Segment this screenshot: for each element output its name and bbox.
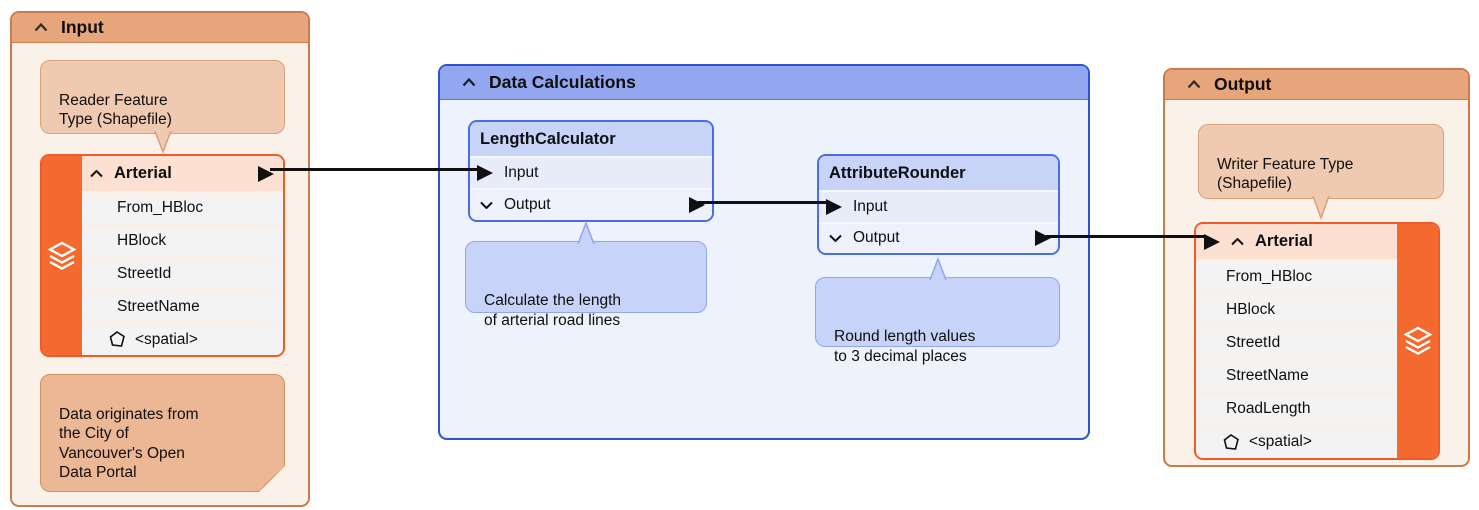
- output-port-row[interactable]: Output: [470, 188, 712, 220]
- annotation-tail: [153, 131, 172, 155]
- output-port-icon[interactable]: [1035, 230, 1051, 247]
- input-port-row[interactable]: Input: [819, 190, 1058, 222]
- feature-node-sidebar: [42, 156, 82, 355]
- spatial-label: <spatial>: [1249, 433, 1312, 451]
- attribute-label: StreetName: [1226, 367, 1309, 385]
- note-fold-corner: [259, 466, 285, 492]
- feature-node-main: Arterial From_HBloc HBlock StreetId Stre…: [1196, 224, 1397, 458]
- attribute-label: HBlock: [117, 232, 167, 250]
- writer-annotation[interactable]: Writer Feature Type (Shapefile): [1198, 124, 1444, 220]
- input-port-icon[interactable]: [477, 165, 493, 181]
- feature-node-header[interactable]: Arterial: [1196, 224, 1397, 259]
- collapse-icon[interactable]: [1231, 237, 1244, 246]
- transformer-attributerounder[interactable]: AttributeRounder Input Output: [817, 154, 1060, 255]
- collapse-icon[interactable]: [34, 23, 48, 32]
- feature-node-name: Arterial: [114, 164, 172, 182]
- attribute-row[interactable]: HBlock: [82, 223, 283, 257]
- attribute-row[interactable]: StreetId: [82, 256, 283, 290]
- transformer-header[interactable]: LengthCalculator: [470, 122, 712, 156]
- attribute-label: From_HBloc: [1226, 267, 1313, 285]
- annotation-tail: [1312, 196, 1330, 220]
- attribute-label: StreetName: [117, 297, 200, 315]
- transformer-name: LengthCalculator: [480, 129, 616, 148]
- source-note-text: Data originates from the City of Vancouv…: [59, 406, 199, 481]
- attribute-label: From_HBloc: [117, 199, 204, 217]
- annotation-tail: [928, 256, 947, 280]
- chevron-down-icon[interactable]: [480, 201, 493, 209]
- port-label: Output: [504, 196, 551, 213]
- feature-node-header[interactable]: Arterial: [82, 156, 283, 191]
- connection-arterial-to-lengthcalculator[interactable]: [270, 168, 478, 171]
- attribute-row[interactable]: StreetName: [1196, 358, 1397, 392]
- attribute-label: StreetId: [117, 264, 172, 282]
- collapse-icon[interactable]: [90, 169, 103, 178]
- lengthcalculator-annotation[interactable]: Calculate the length of arterial road li…: [465, 220, 707, 329]
- bookmark-output[interactable]: Output Writer Feature Type (Shapefile) A…: [1163, 68, 1470, 467]
- spatial-row[interactable]: <spatial>: [1196, 424, 1397, 458]
- transformer-lengthcalculator[interactable]: LengthCalculator Input Output: [468, 120, 714, 222]
- annotation-text: Round length values to 3 decimal places: [834, 328, 976, 365]
- bookmark-data-calculations[interactable]: Data Calculations LengthCalculator Input…: [438, 64, 1090, 440]
- input-port-icon[interactable]: [826, 198, 842, 215]
- source-note[interactable]: Data originates from the City of Vancouv…: [40, 374, 285, 492]
- bookmark-input-header[interactable]: Input: [12, 13, 308, 43]
- annotation-text: Calculate the length of arterial road li…: [484, 292, 622, 329]
- attribute-label: HBlock: [1226, 300, 1276, 318]
- output-port-row[interactable]: Output: [819, 221, 1058, 253]
- attribute-row[interactable]: StreetName: [82, 289, 283, 323]
- bookmark-title: Input: [61, 17, 104, 37]
- bookmark-output-header[interactable]: Output: [1165, 70, 1468, 100]
- port-label: Input: [504, 164, 539, 181]
- input-port-icon[interactable]: [1204, 233, 1220, 250]
- spatial-row[interactable]: <spatial>: [82, 322, 283, 355]
- feature-node-sidebar: [1397, 224, 1438, 458]
- attribute-row[interactable]: StreetId: [1196, 325, 1397, 359]
- bookmark-title: Output: [1214, 74, 1272, 94]
- attribute-label: StreetId: [1226, 333, 1281, 351]
- attribute-label: RoadLength: [1226, 400, 1311, 418]
- reader-annotation[interactable]: Reader Feature Type (Shapefile): [40, 60, 285, 155]
- spatial-icon: [1223, 433, 1239, 450]
- transformer-name: AttributeRounder: [829, 163, 966, 182]
- bookmark-data-calculations-header[interactable]: Data Calculations: [440, 66, 1088, 100]
- layers-icon: [1402, 326, 1433, 355]
- output-port-icon[interactable]: [689, 197, 705, 213]
- reader-feature-node-arterial[interactable]: Arterial From_HBloc HBlock StreetId Stre…: [40, 154, 285, 357]
- bookmark-title: Data Calculations: [489, 72, 636, 92]
- feature-node-main: Arterial From_HBloc HBlock StreetId Stre…: [82, 156, 283, 355]
- attribute-row[interactable]: From_HBloc: [82, 191, 283, 224]
- transformer-header[interactable]: AttributeRounder: [819, 156, 1058, 190]
- spatial-icon: [109, 331, 125, 347]
- attribute-row[interactable]: HBlock: [1196, 292, 1397, 326]
- chevron-down-icon[interactable]: [829, 234, 842, 243]
- bookmark-input[interactable]: Input Reader Feature Type (Shapefile) Ar…: [10, 11, 310, 507]
- reader-annotation-text: Reader Feature Type (Shapefile): [59, 92, 172, 129]
- attribute-row[interactable]: From_HBloc: [1196, 259, 1397, 293]
- spatial-label: <spatial>: [135, 330, 198, 348]
- attribute-row[interactable]: RoadLength: [1196, 391, 1397, 425]
- port-label: Output: [853, 229, 900, 247]
- port-label: Input: [853, 197, 888, 215]
- collapse-icon[interactable]: [462, 78, 476, 87]
- annotation-tail: [577, 220, 595, 244]
- input-port-row[interactable]: Input: [470, 156, 712, 188]
- connection-attributerounder-to-arterial[interactable]: [1046, 235, 1206, 238]
- feature-node-name: Arterial: [1255, 232, 1313, 250]
- writer-feature-node-arterial[interactable]: Arterial From_HBloc HBlock StreetId Stre…: [1194, 222, 1440, 460]
- layers-icon: [47, 241, 77, 270]
- attributerounder-annotation[interactable]: Round length values to 3 decimal places: [815, 256, 1060, 365]
- connection-lengthcalculator-to-attributerounder[interactable]: [698, 201, 828, 204]
- collapse-icon[interactable]: [1187, 80, 1201, 89]
- writer-annotation-text: Writer Feature Type (Shapefile): [1217, 156, 1354, 193]
